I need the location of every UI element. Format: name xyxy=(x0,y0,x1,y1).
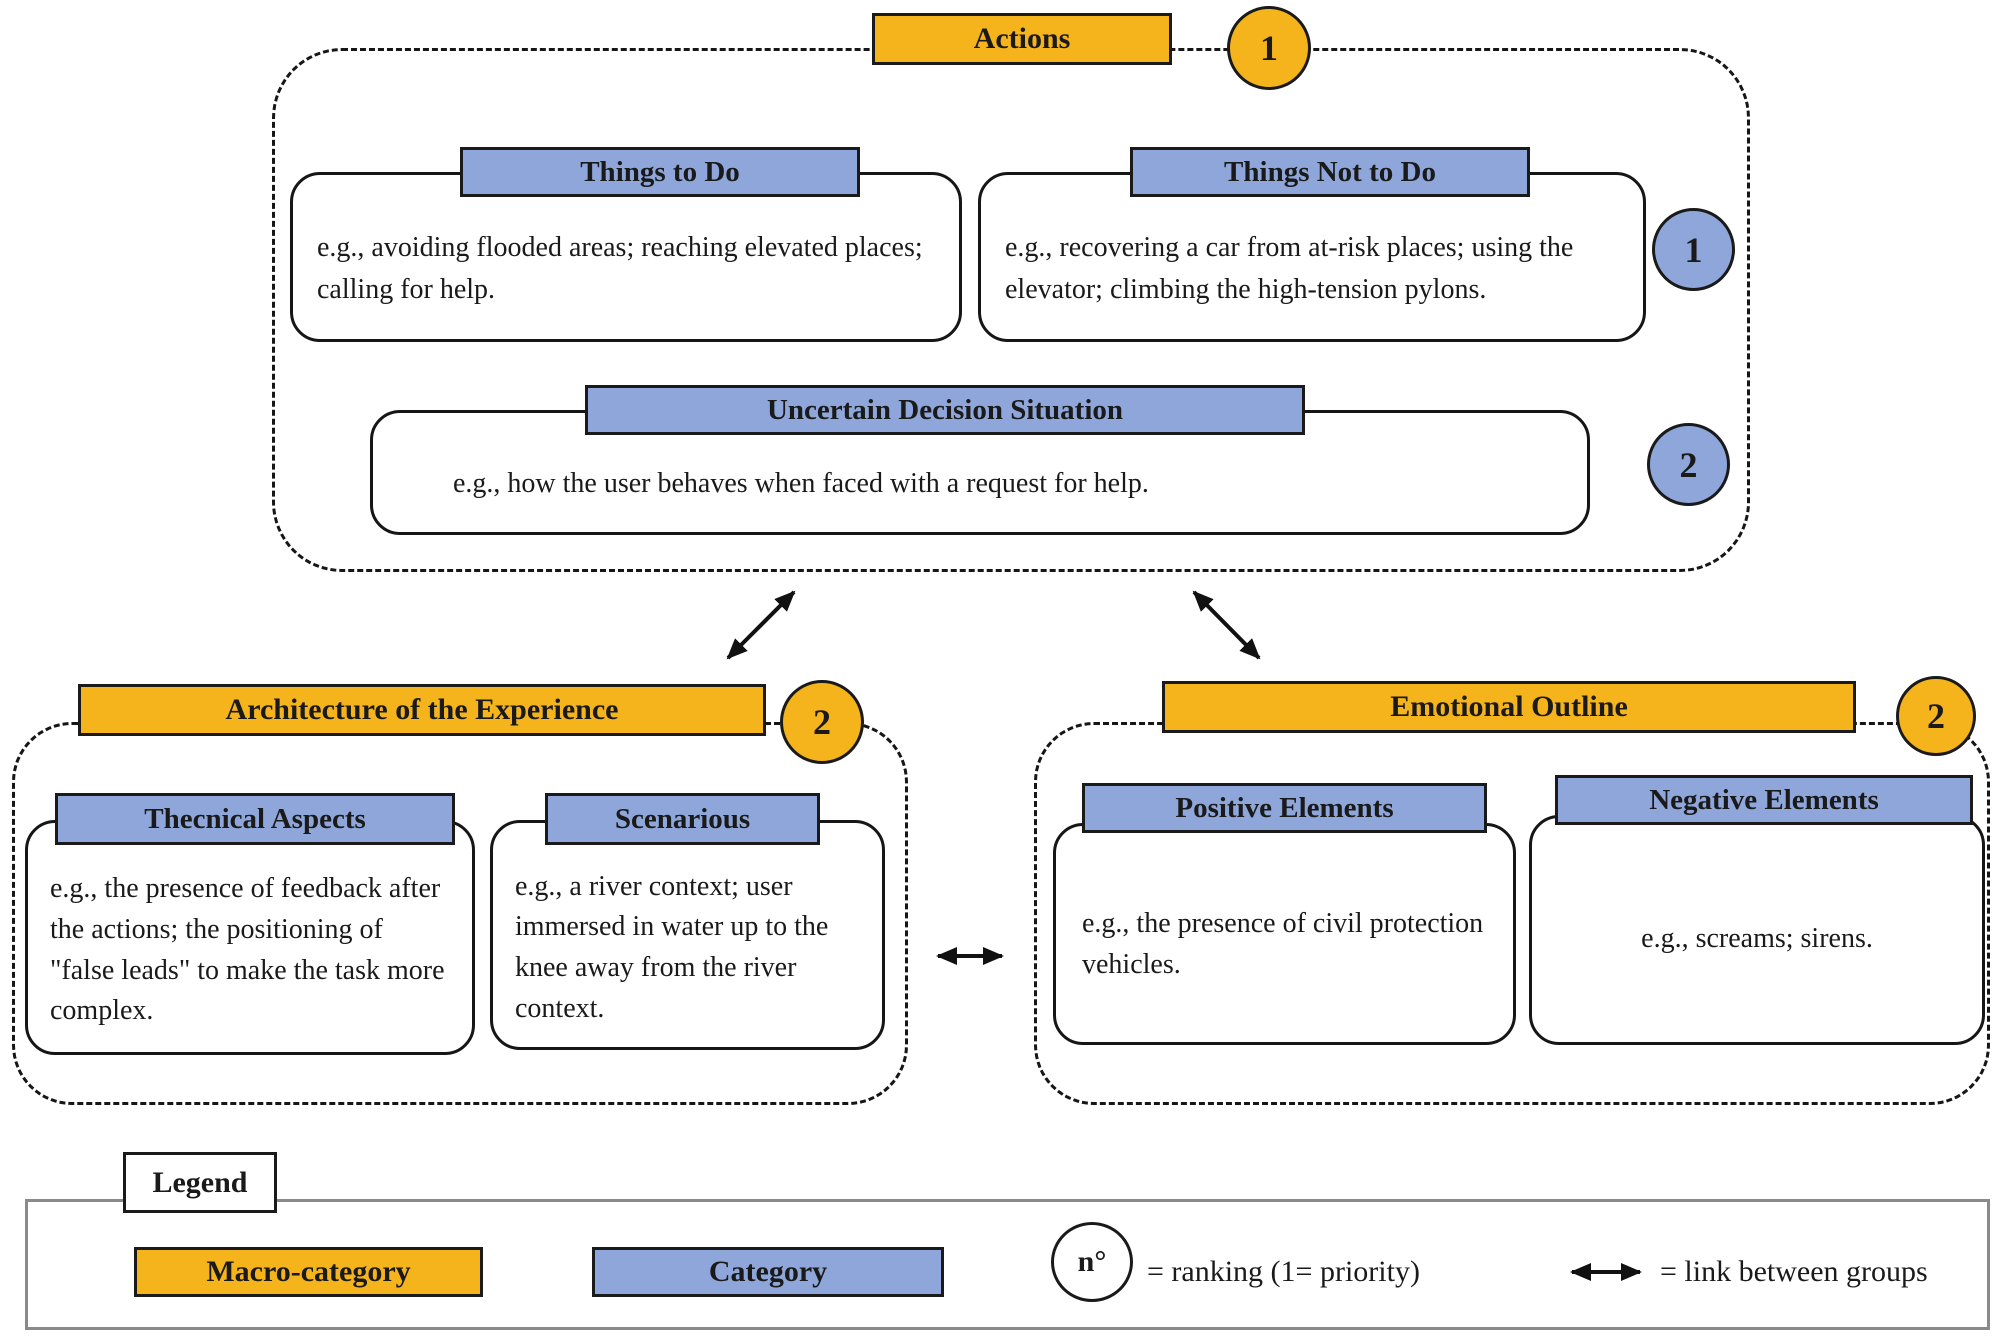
architecture-macro-category-bar: Architecture of the Experience xyxy=(78,684,766,736)
legend-ranking-circle: n° xyxy=(1051,1222,1133,1302)
architecture-title: Architecture of the Experience xyxy=(225,693,619,726)
uncertain-decision-rank-badge: 2 xyxy=(1647,423,1730,506)
positive-elements-title: Positive Elements xyxy=(1175,791,1394,824)
uncertain-decision-header: Uncertain Decision Situation xyxy=(585,385,1305,435)
negative-elements-text: e.g., screams; sirens. xyxy=(1641,923,1873,954)
emotional-macro-category-bar: Emotional Outline xyxy=(1162,681,1856,733)
scenarios-text: e.g., a river context; user immersed in … xyxy=(515,870,829,1024)
emotional-title: Emotional Outline xyxy=(1390,690,1628,723)
scenarios-header: Scenarious xyxy=(545,793,820,845)
legend-ranking-symbol: n° xyxy=(1077,1245,1107,1278)
positive-elements-text: e.g., the presence of civil protection v… xyxy=(1082,908,1484,980)
actions-rank-badge: 1 xyxy=(1227,6,1311,90)
negative-elements-box: e.g., screams; sirens. xyxy=(1529,815,1985,1045)
emotional-rank-badge: 2 xyxy=(1896,676,1976,756)
technical-aspects-header: Thecnical Aspects xyxy=(55,793,455,845)
technical-aspects-text: e.g., the presence of feedback after the… xyxy=(50,873,445,1027)
architecture-rank-value: 2 xyxy=(813,702,831,742)
things-not-to-do-rank-value: 1 xyxy=(1684,229,1703,270)
legend-link-label: = link between groups xyxy=(1660,1255,1928,1288)
link-arrow-actions-emotional xyxy=(1192,590,1261,660)
scenarios-box: e.g., a river context; user immersed in … xyxy=(490,820,885,1050)
negative-elements-title: Negative Elements xyxy=(1649,783,1879,816)
legend-category-chip: Category xyxy=(592,1247,944,1297)
actions-rank-value: 1 xyxy=(1260,28,1278,68)
uncertain-decision-title: Uncertain Decision Situation xyxy=(766,393,1124,426)
legend-title-box: Legend xyxy=(123,1152,277,1213)
positive-elements-box: e.g., the presence of civil protection v… xyxy=(1053,823,1516,1045)
legend-title: Legend xyxy=(152,1165,248,1199)
actions-macro-category-bar: Actions xyxy=(872,13,1172,65)
architecture-rank-badge: 2 xyxy=(780,680,864,764)
uncertain-decision-rank-value: 2 xyxy=(1679,444,1698,485)
technical-aspects-title: Thecnical Aspects xyxy=(144,802,366,835)
actions-title: Actions xyxy=(973,22,1071,55)
technical-aspects-box: e.g., the presence of feedback after the… xyxy=(25,820,475,1055)
things-to-do-header: Things to Do xyxy=(460,147,860,197)
negative-elements-header: Negative Elements xyxy=(1555,775,1973,825)
things-not-to-do-header: Things Not to Do xyxy=(1130,147,1530,197)
things-not-to-do-text: e.g., recovering a car from at-risk plac… xyxy=(1005,232,1574,305)
link-arrow-actions-architecture xyxy=(726,590,796,660)
legend-ranking-label: = ranking (1= priority) xyxy=(1147,1255,1420,1288)
things-not-to-do-rank-badge: 1 xyxy=(1652,208,1735,291)
things-to-do-box: e.g., avoiding flooded areas; reaching e… xyxy=(290,172,962,342)
legend-macro-category-chip: Macro-category xyxy=(134,1247,483,1297)
scenarios-title: Scenarious xyxy=(614,802,751,835)
things-to-do-text: e.g., avoiding flooded areas; reaching e… xyxy=(317,232,923,305)
things-to-do-title: Things to Do xyxy=(580,155,740,188)
positive-elements-header: Positive Elements xyxy=(1082,783,1487,833)
uncertain-decision-text: e.g., how the user behaves when faced wi… xyxy=(453,467,1149,499)
emotional-rank-value: 2 xyxy=(1927,696,1945,736)
things-not-to-do-title: Things Not to Do xyxy=(1224,155,1436,188)
legend-category-label: Category xyxy=(708,1255,828,1288)
things-not-to-do-box: e.g., recovering a car from at-risk plac… xyxy=(978,172,1646,342)
legend-macro-category-label: Macro-category xyxy=(206,1255,411,1288)
